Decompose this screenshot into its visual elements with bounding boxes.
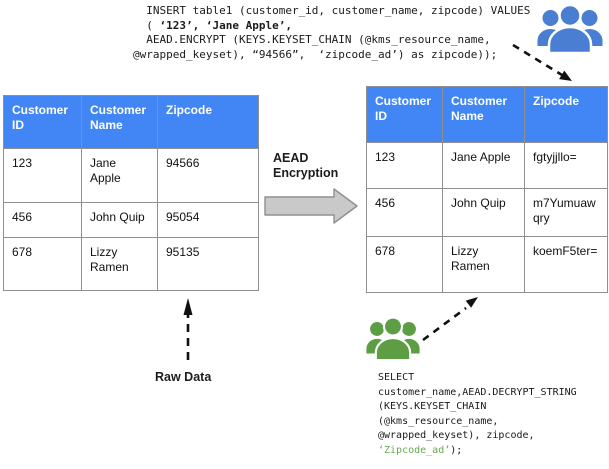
select-line2: customer_name,AEAD.DECRYPT_STRING [378, 386, 577, 398]
table-row: 678 Lizzy Ramen 95135 [3, 237, 259, 291]
aead-encryption-label: AEAD Encryption [273, 151, 339, 180]
cell-customer-id: 456 [366, 188, 443, 237]
enc-col-header-zipcode: Zipcode [524, 86, 608, 143]
table-row: 456 John Quip 95054 [3, 202, 259, 238]
insert-line2-pre: ( [133, 18, 160, 32]
select-line6-end: ); [450, 444, 463, 456]
select-zipcode-ad-literal: ‘Zipcode_ad’ [378, 444, 451, 456]
table-row: 123 Jane Apple fgtyjjllo= [366, 142, 608, 189]
select-line5: @wrapped_keyset), zipcode, [378, 430, 535, 442]
enc-col-header-customer-name: Customer Name [442, 86, 525, 143]
insert-line1: INSERT table1 (customer_id, customer_nam… [133, 4, 531, 17]
cell-zipcode: 95135 [157, 237, 259, 291]
cell-customer-name: John Quip [81, 202, 158, 238]
raw-table-header-row: Customer ID Customer Name Zipcode [3, 95, 259, 149]
cell-customer-name: Jane Apple [442, 142, 525, 189]
table-row: 456 John Quip m7Yumuawqry [366, 188, 608, 237]
table-row: 123 Jane Apple 94566 [3, 148, 259, 203]
cell-customer-name: Lizzy Ramen [81, 237, 158, 291]
table-row: 678 Lizzy Ramen koemF5ter= [366, 236, 608, 293]
raw-data-table: Customer ID Customer Name Zipcode 123 Ja… [3, 95, 259, 291]
raw-col-header-customer-name: Customer Name [81, 95, 158, 149]
encrypted-data-table: Customer ID Customer Name Zipcode 123 Ja… [366, 86, 608, 293]
cell-encrypted-zipcode: koemF5ter= [524, 236, 608, 293]
raw-data-arrow [183, 298, 193, 360]
cell-customer-id: 456 [3, 202, 82, 238]
insert-query-code: INSERT table1 (customer_id, customer_nam… [133, 4, 530, 62]
cell-customer-name: John Quip [442, 188, 525, 237]
cell-zipcode: 94566 [157, 148, 259, 203]
select-dashed-arrow [422, 297, 478, 342]
cell-customer-name: Jane Apple [81, 148, 158, 203]
cell-customer-id: 678 [3, 237, 82, 291]
select-line1: SELECT [378, 372, 415, 383]
cell-encrypted-zipcode: m7Yumuawqry [524, 188, 608, 237]
select-query-code: SELECT customer_name,AEAD.DECRYPT_STRING… [378, 371, 577, 459]
enc-col-header-customer-id: Customer ID [366, 86, 443, 143]
encryption-block-arrow [264, 188, 358, 224]
cell-zipcode: 95054 [157, 202, 259, 238]
insert-users-icon [537, 3, 603, 53]
cell-customer-id: 123 [3, 148, 82, 203]
cell-customer-id: 678 [366, 236, 443, 293]
raw-data-label: Raw Data [155, 370, 212, 384]
select-users-icon [366, 316, 420, 362]
raw-col-header-zipcode: Zipcode [157, 95, 259, 149]
select-line4: (@kms_resource_name, [378, 415, 499, 427]
encrypted-table-header-row: Customer ID Customer Name Zipcode [366, 86, 608, 143]
insert-line2-values: ‘123’, ‘Jane Apple’, [159, 18, 292, 32]
insert-dashed-arrow [512, 43, 572, 81]
cell-customer-id: 123 [366, 142, 443, 189]
cell-customer-name: Lizzy Ramen [442, 236, 525, 293]
insert-line4: @wrapped_keyset), “94566”, ‘zipcode_ad’)… [133, 47, 498, 61]
cell-encrypted-zipcode: fgtyjjllo= [524, 142, 608, 189]
select-line3: (KEYS.KEYSET_CHAIN [378, 401, 487, 413]
insert-line3: AEAD.ENCRYPT (KEYS.KEYSET_CHAIN (@kms_re… [133, 33, 491, 46]
raw-col-header-customer-id: Customer ID [3, 95, 82, 149]
